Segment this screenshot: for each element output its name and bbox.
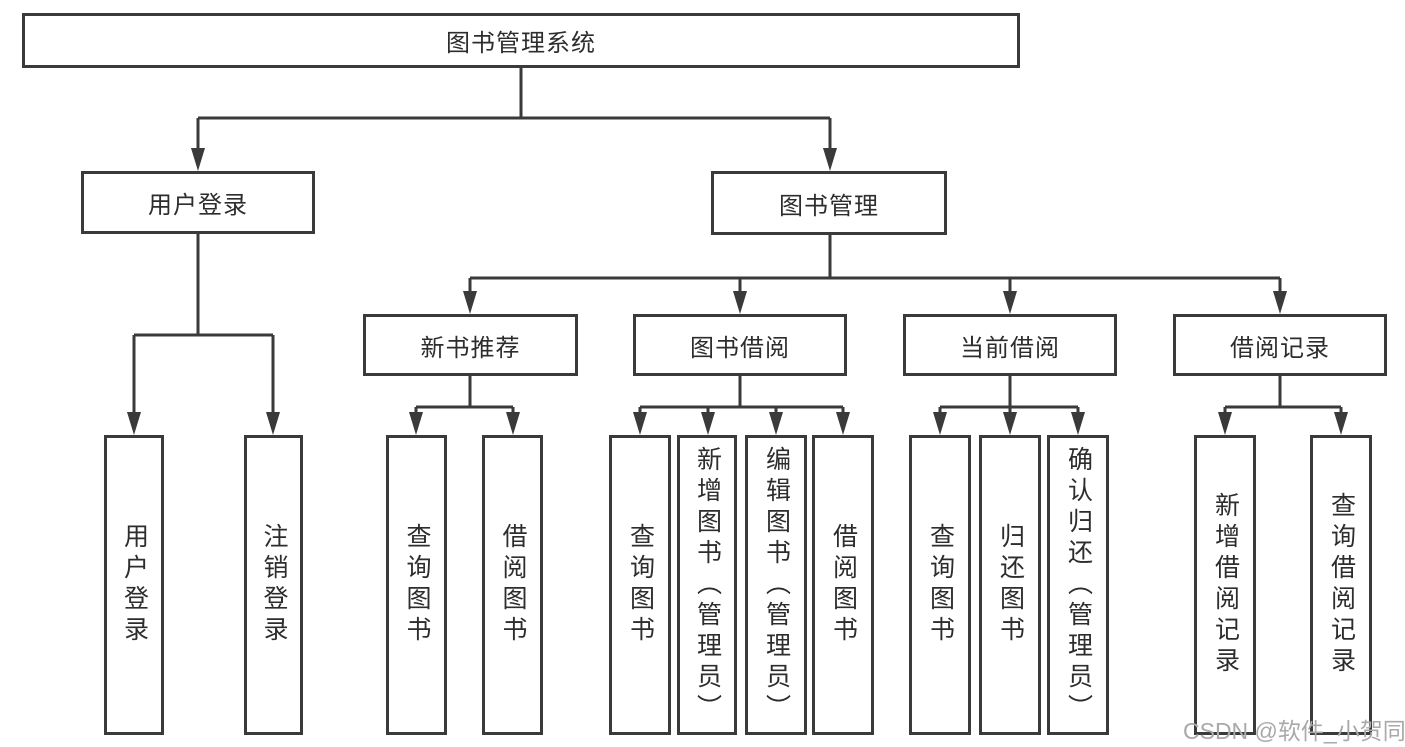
node-book-management: 图书管理 (711, 171, 947, 235)
node-label: 图书借阅 (690, 334, 790, 362)
node-new-book-recommendation: 新书推荐 (363, 314, 578, 376)
node-leaf-confirm-return-admin: 确认归还（管理员） (1047, 435, 1109, 735)
node-current-borrowing: 当前借阅 (903, 314, 1117, 376)
node-label: 新增借阅记录 (1211, 492, 1240, 678)
node-label: 查询图书 (926, 523, 955, 647)
node-label: 用户登录 (120, 523, 149, 647)
node-label: 当前借阅 (960, 334, 1060, 362)
node-label: 用户登录 (148, 192, 248, 219)
node-label: 借阅记录 (1230, 334, 1330, 362)
node-leaf-user-login: 用户登录 (104, 435, 164, 735)
node-leaf-query-borrowing-record: 查询借阅记录 (1310, 435, 1372, 735)
arrowheads (127, 148, 1348, 435)
node-label: 借阅图书 (499, 523, 527, 647)
node-label: 查询图书 (626, 523, 655, 647)
node-book-borrowing: 图书借阅 (633, 314, 847, 376)
node-label: 查询图书 (403, 523, 431, 647)
node-label: 确认归还（管理员） (1064, 445, 1093, 725)
node-label: 借阅图书 (829, 523, 858, 647)
node-leaf-query-books-borrowing: 查询图书 (609, 435, 671, 735)
node-label: 注销登录 (260, 523, 288, 647)
node-leaf-logout: 注销登录 (244, 435, 303, 735)
node-label: 查询借阅记录 (1327, 492, 1356, 678)
node-label: 归还图书 (996, 523, 1025, 647)
node-borrowing-records: 借阅记录 (1173, 314, 1387, 376)
node-leaf-query-books-current: 查询图书 (909, 435, 971, 735)
node-leaf-add-borrowing-record: 新增借阅记录 (1194, 435, 1256, 735)
node-library-management-system: 图书管理系统 (22, 13, 1020, 68)
node-label: 新书推荐 (420, 334, 521, 362)
node-label: 图书管理 (779, 192, 879, 220)
node-leaf-borrow-books-borrowing: 借阅图书 (812, 435, 874, 735)
csdn-watermark: CSDN @软件_小贺同学 (1183, 718, 1405, 744)
node-label: 新增图书（管理员） (693, 445, 722, 725)
node-leaf-query-books-recommend: 查询图书 (386, 435, 447, 735)
node-label: 编辑图书（管理员） (762, 445, 791, 725)
node-label: 图书管理系统 (446, 30, 596, 57)
node-leaf-return-books: 归还图书 (979, 435, 1041, 735)
node-leaf-borrow-books-recommend: 借阅图书 (482, 435, 543, 735)
node-leaf-edit-books-admin: 编辑图书（管理员） (745, 435, 807, 735)
node-user-login: 用户登录 (81, 171, 315, 234)
node-leaf-add-books-admin: 新增图书（管理员） (677, 435, 737, 735)
